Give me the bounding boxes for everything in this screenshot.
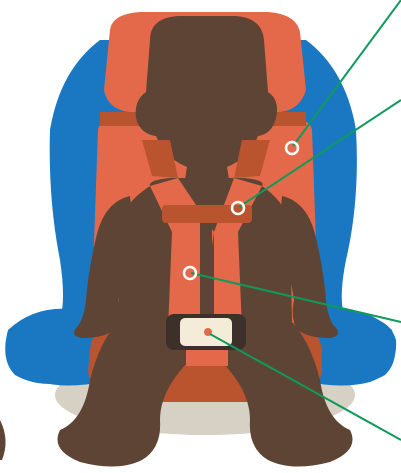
- crotch-buckle: [166, 314, 246, 350]
- left-edge-fragment: [0, 420, 6, 460]
